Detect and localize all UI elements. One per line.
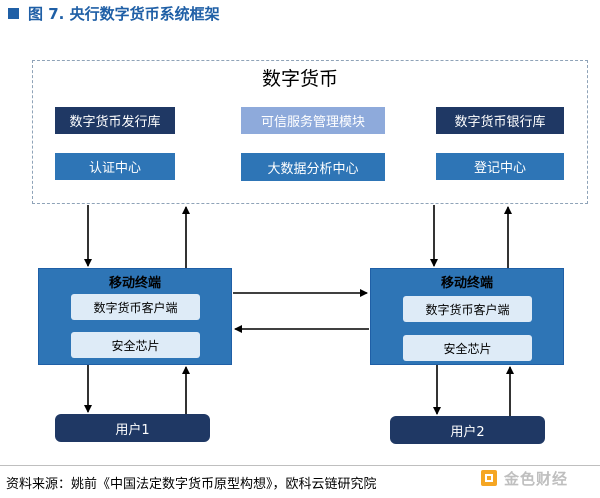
mobile-terminal-left-label: 移动终端 [108,276,161,291]
auth-center-box: 认证中心 [55,153,175,180]
watermark-text: 金色财经 [504,469,569,488]
watermark-logo: 金色财经 [480,465,568,491]
bank-db-box: 数字货币银行库 [436,107,564,134]
big-data-center-box: 大数据分析中心 [241,153,385,181]
right-wallet-client: 数字货币客户端 [403,296,532,322]
right-security-chip: 安全芯片 [403,335,532,361]
footer-divider [0,465,600,466]
trusted-service-module-box: 可信服务管理模块 [241,107,385,134]
registry-center-box: 登记中心 [436,153,564,180]
watermark-logo-icon [481,470,497,486]
issuing-db-box: 数字货币发行库 [55,107,175,134]
user1-box: 用户1 [55,414,210,442]
central-system-frame [32,60,588,204]
figure-title: 图 7. 央行数字货币系统框架 [28,5,220,23]
source-note: 资料来源：姚前《中国法定数字货币原型构想》，欧科云链研究院 [6,477,377,492]
central-system-title: 数字货币 [261,68,338,90]
title-marker [8,8,19,19]
mobile-terminal-right-label: 移动终端 [440,276,493,291]
left-security-chip: 安全芯片 [71,332,200,358]
left-wallet-client: 数字货币客户端 [71,294,200,320]
user2-box: 用户2 [390,416,545,444]
